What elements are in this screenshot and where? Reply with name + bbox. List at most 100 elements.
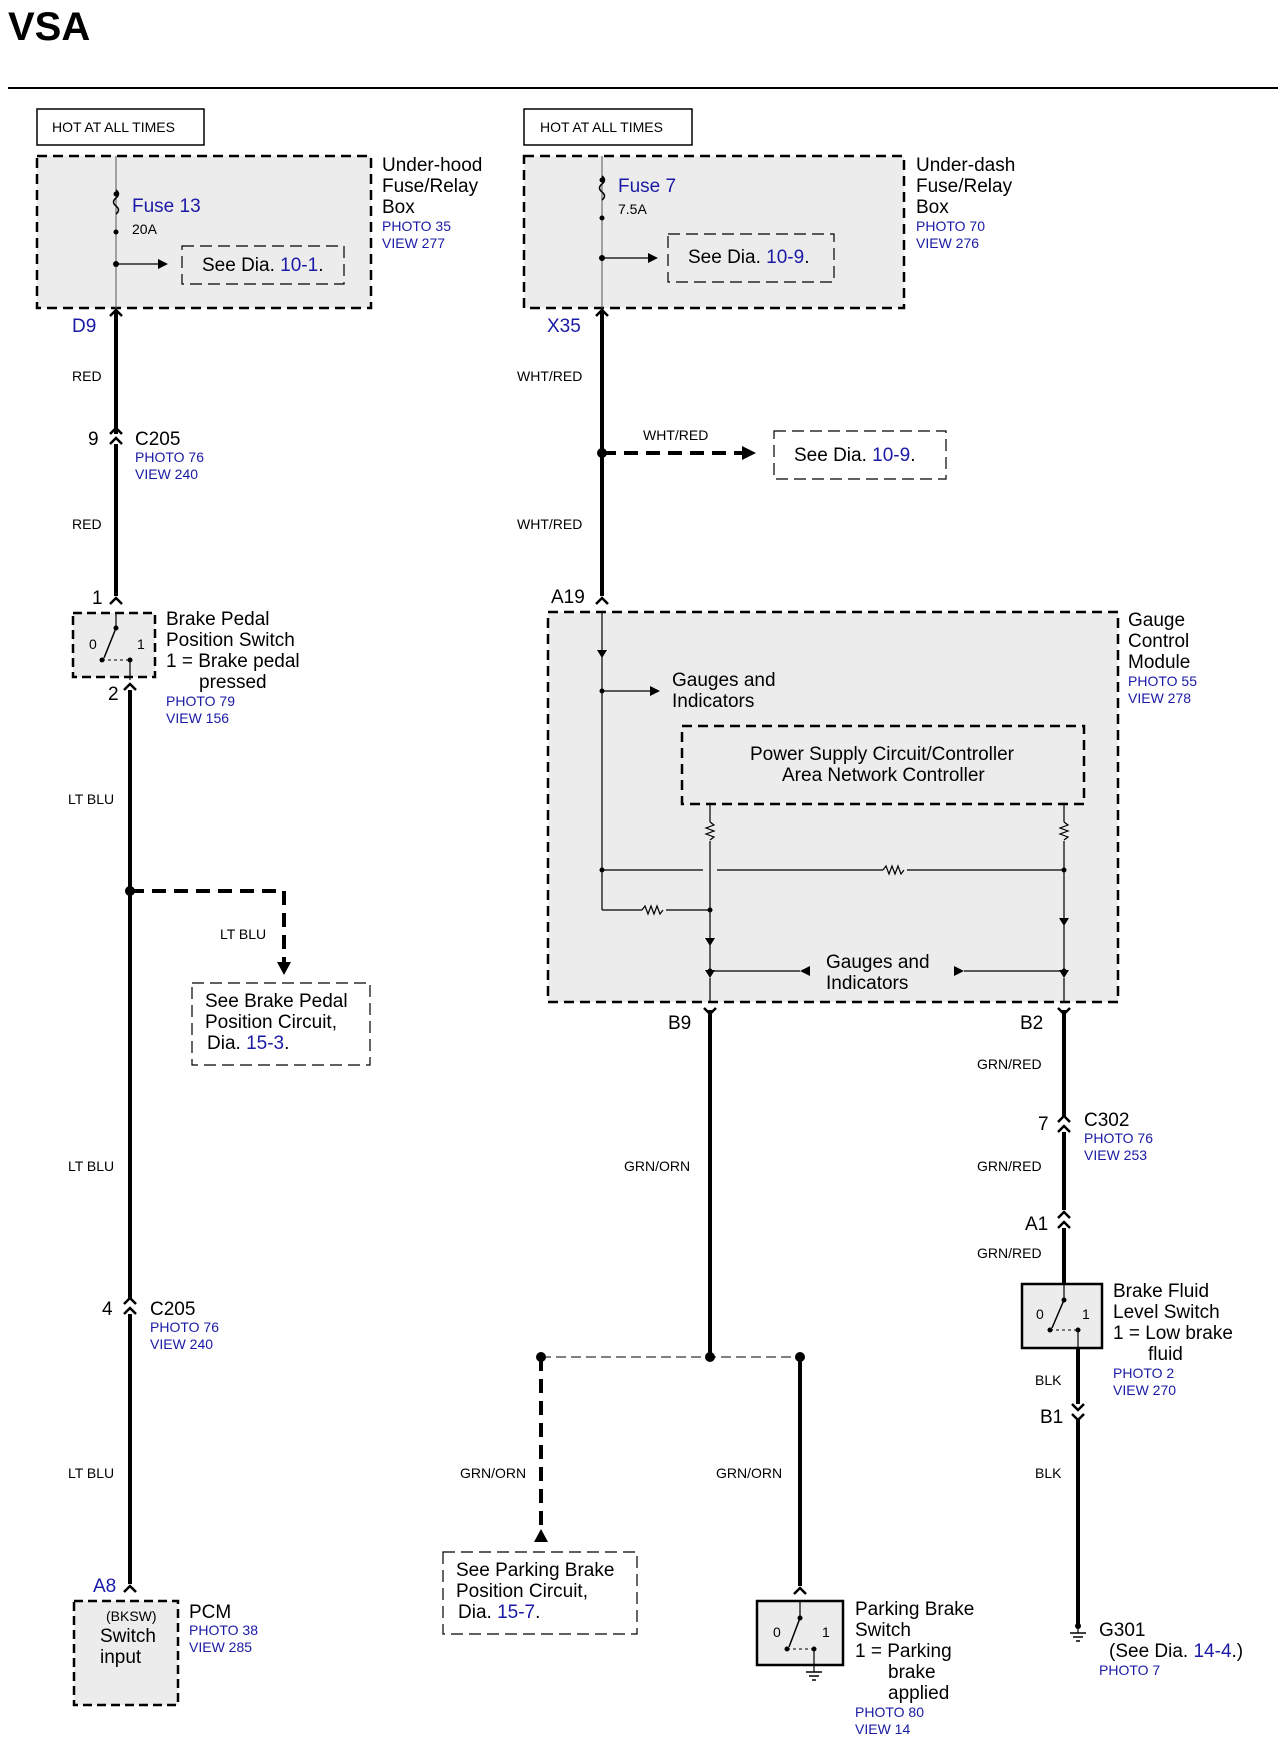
wire-label-grnorn-2: GRN/ORN	[460, 1465, 526, 1481]
switch-contact-icon	[788, 1617, 801, 1648]
bpps-pin-2: 2	[108, 684, 119, 705]
wire-label-grnorn-3: GRN/ORN	[716, 1465, 782, 1481]
svg-text:Dia. 15-7.: Dia. 15-7.	[458, 1602, 540, 1623]
see-dia-link-15-3[interactable]: 15-3	[246, 1033, 284, 1054]
bfls-view[interactable]: VIEW 270	[1113, 1382, 1176, 1398]
wire-label-whtred-branch: WHT/RED	[643, 427, 708, 443]
arrow-left-icon	[800, 966, 810, 976]
terminal-a19: A19	[551, 587, 585, 608]
pcm-view[interactable]: VIEW 285	[189, 1639, 252, 1655]
underhood-view[interactable]: VIEW 277	[382, 235, 445, 251]
resistor-icon	[882, 864, 905, 876]
wire-label-grnorn-1: GRN/ORN	[624, 1158, 690, 1174]
svg-text:Dia. 15-3.: Dia. 15-3.	[207, 1033, 289, 1054]
svg-text:See Dia. 10-9.: See Dia. 10-9.	[688, 247, 809, 268]
see-dia-text: See Dia.	[794, 445, 867, 466]
see-dia-link-10-9-b[interactable]: 10-9	[872, 445, 910, 466]
gauges-indicators-b-2: Indicators	[826, 973, 908, 994]
gcm-photo[interactable]: PHOTO 55	[1128, 673, 1197, 689]
bpps-photo[interactable]: PHOTO 79	[166, 693, 235, 709]
c205a-view[interactable]: VIEW 240	[135, 466, 198, 482]
ground-icon	[806, 1665, 822, 1681]
see-bp-3: Dia.	[207, 1033, 241, 1054]
arrow-down-icon	[277, 962, 291, 975]
see-pb-2: Position Circuit,	[456, 1581, 588, 1602]
wire-label-ltblu-2: LT BLU	[68, 1158, 114, 1174]
gcm-view[interactable]: VIEW 278	[1128, 690, 1191, 706]
c205b-pin: 4	[102, 1299, 113, 1320]
underhood-fuse-box	[35, 154, 373, 310]
see-dia-link-10-1[interactable]: 10-1	[280, 255, 318, 276]
pcm-bksw: (BKSW)	[106, 1608, 157, 1624]
c205b-view[interactable]: VIEW 240	[150, 1336, 213, 1352]
see-dia-link-14-4[interactable]: 14-4	[1193, 1641, 1231, 1662]
gcm-name-2: Control	[1128, 631, 1189, 652]
bfls-pos-1: 1	[1082, 1306, 1090, 1322]
underdash-name-2: Fuse/Relay	[916, 176, 1013, 197]
ground-icon	[1070, 1623, 1086, 1642]
underdash-view[interactable]: VIEW 276	[916, 235, 979, 251]
gcm-name-3: Module	[1128, 652, 1190, 673]
see-brake-pedal-box	[191, 982, 371, 1066]
power-supply-controller-box	[680, 724, 1086, 806]
see-dia-text: See Dia.	[688, 247, 761, 268]
pbs-name-2: Switch	[855, 1620, 911, 1641]
hot-label-right: HOT AT ALL TIMES	[540, 119, 663, 135]
see-pb-3: Dia.	[458, 1602, 492, 1623]
c205b-photo[interactable]: PHOTO 76	[150, 1319, 219, 1335]
branch-to-brake-pedal-circuit	[130, 889, 286, 962]
page-title: VSA	[8, 5, 90, 49]
arrow-icon	[648, 253, 658, 263]
wire-label-whtred-2: WHT/RED	[517, 516, 582, 532]
hot-label-box-right	[523, 108, 693, 146]
connector-c302	[1057, 1114, 1071, 1133]
pcm-name: PCM	[189, 1602, 231, 1623]
see-dia-box-10-9-a	[667, 233, 835, 283]
resistor-icon	[704, 821, 716, 841]
c302-photo[interactable]: PHOTO 76	[1084, 1130, 1153, 1146]
g301-name: G301	[1099, 1620, 1145, 1641]
see-dia-text: See Dia.	[202, 255, 275, 276]
pcm-photo[interactable]: PHOTO 38	[189, 1622, 258, 1638]
wire-label-red-2: RED	[72, 516, 102, 532]
underhood-name-1: Under-hood	[382, 155, 482, 176]
connector-c205-top	[109, 426, 123, 445]
bfls-pos-0: 0	[1036, 1306, 1044, 1322]
terminal-b2: B2	[1020, 1013, 1043, 1034]
underdash-photo[interactable]: PHOTO 70	[916, 218, 985, 234]
connector-d9	[109, 308, 123, 317]
fuse-7-amp: 7.5A	[618, 201, 647, 217]
hot-label-box-left	[36, 108, 205, 146]
hot-label-left: HOT AT ALL TIMES	[52, 119, 175, 135]
pbs-pos-1: 1	[822, 1624, 830, 1640]
pbs-photo[interactable]: PHOTO 80	[855, 1704, 924, 1720]
pbs-name-3: 1 = Parking	[855, 1641, 952, 1662]
g301-photo[interactable]: PHOTO 7	[1099, 1662, 1160, 1678]
arrow-left-icon	[954, 966, 964, 976]
fuse-13-amp: 20A	[132, 221, 158, 237]
bfls-name-3: 1 = Low brake	[1113, 1323, 1233, 1344]
see-dia-link-15-7[interactable]: 15-7	[497, 1602, 535, 1623]
bpps-name-1: Brake Pedal	[166, 609, 270, 630]
see-bp-2: Position Circuit,	[205, 1012, 337, 1033]
bpps-view[interactable]: VIEW 156	[166, 710, 229, 726]
pbs-view[interactable]: VIEW 14	[855, 1721, 910, 1737]
arrow-icon	[650, 686, 660, 696]
pcm-box	[72, 1599, 180, 1707]
c205a-name: C205	[135, 429, 180, 450]
underhood-photo[interactable]: PHOTO 35	[382, 218, 451, 234]
brake-fluid-level-switch	[1020, 1282, 1104, 1350]
connector-a1	[1057, 1210, 1071, 1229]
pcm-input: input	[100, 1647, 142, 1668]
power-supply-text-2: Area Network Controller	[782, 765, 985, 786]
c302-name: C302	[1084, 1110, 1129, 1131]
underdash-fuse-box	[522, 154, 906, 310]
connector-b1	[1071, 1403, 1085, 1422]
c205a-photo[interactable]: PHOTO 76	[135, 449, 204, 465]
see-dia-link-10-9-a[interactable]: 10-9	[766, 247, 804, 268]
c302-view[interactable]: VIEW 253	[1084, 1147, 1147, 1163]
bfls-photo[interactable]: PHOTO 2	[1113, 1365, 1174, 1381]
wire-label-red-1: RED	[72, 368, 102, 384]
connector-c205-bottom	[123, 1296, 137, 1315]
